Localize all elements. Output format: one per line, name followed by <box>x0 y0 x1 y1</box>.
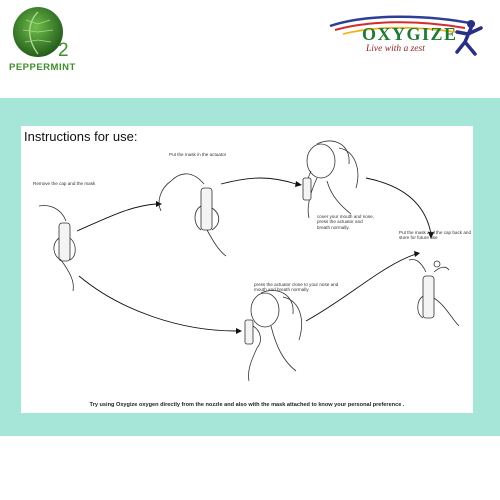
peppermint-leaf-logo: 2 <box>13 7 69 61</box>
step5-figure <box>408 259 460 327</box>
arrow-step3-to-step5 <box>365 177 432 235</box>
step2-text: Put the mask in the actuator <box>169 152 227 157</box>
instruction-card: Instructions for use: Remove the cap and… <box>21 126 473 413</box>
step5-text: Put the mask and the cap back and store … <box>399 230 472 241</box>
usage-tip: Try using Oxygize oxygen directly from t… <box>89 402 405 408</box>
instructions-title: Instructions for use: <box>24 129 138 144</box>
flow-arrows <box>76 177 432 332</box>
arrow-step1-to-step4 <box>78 275 237 332</box>
arrow-heads <box>156 181 434 334</box>
brand-tagline: Live with a zest <box>366 44 425 54</box>
step1-figure <box>38 205 76 292</box>
arrow-step1-to-step2 <box>76 203 157 232</box>
peppermint-label: PEPPERMINT <box>9 62 76 73</box>
brand-name: OXYGIZE <box>362 24 458 44</box>
arrow-step2-to-step3 <box>220 177 297 185</box>
arrow-step4-to-step5 <box>305 253 417 322</box>
step2-figure <box>158 173 227 257</box>
oxygize-swoosh-logo <box>329 15 483 56</box>
instruction-illustrations <box>38 140 460 382</box>
step4-woman <box>244 290 302 382</box>
step3-text: cover your mouth and nose, press the act… <box>317 214 374 230</box>
step4-text: press the actuator close to your nose an… <box>254 282 339 293</box>
step3-woman <box>302 140 359 219</box>
header: 2 PEPPERMINT OXYGIZE Live with a zest <box>0 0 500 98</box>
step1-text: Remove the cap and the mask <box>33 181 96 186</box>
o2-subscript: 2 <box>58 40 69 61</box>
